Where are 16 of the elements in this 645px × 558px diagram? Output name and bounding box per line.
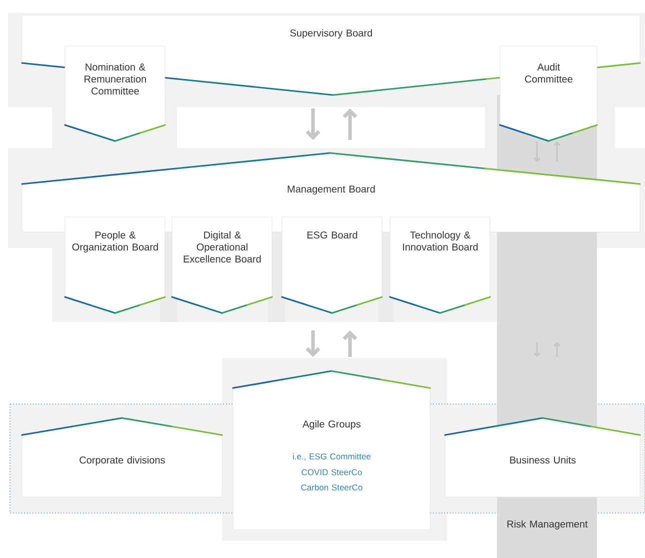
- node-label: Management Board: [288, 185, 375, 195]
- board-box: Business Units: [444, 417, 641, 498]
- board-box: Nomination & Remuneration Committee: [64, 46, 166, 142]
- arrow: [553, 141, 561, 162]
- arrow: [306, 330, 320, 357]
- board-box: Corporate divisions: [21, 417, 223, 498]
- board-box: Technology & Innovation Board: [389, 216, 491, 314]
- board-box: ESG Board: [281, 216, 383, 314]
- board-box: Audit Committee: [499, 46, 598, 142]
- board-box: Digital & Operational Excellence Board: [171, 216, 273, 314]
- arrow: [342, 108, 358, 140]
- arrow: [533, 141, 541, 162]
- board-box: People & Organization Board: [64, 216, 166, 314]
- arrow: [342, 330, 358, 357]
- board-box: Agile Groups i.e., ESG Committee COVID SteerCo Carbon SteerCo: [232, 370, 431, 530]
- arrow: [306, 108, 320, 140]
